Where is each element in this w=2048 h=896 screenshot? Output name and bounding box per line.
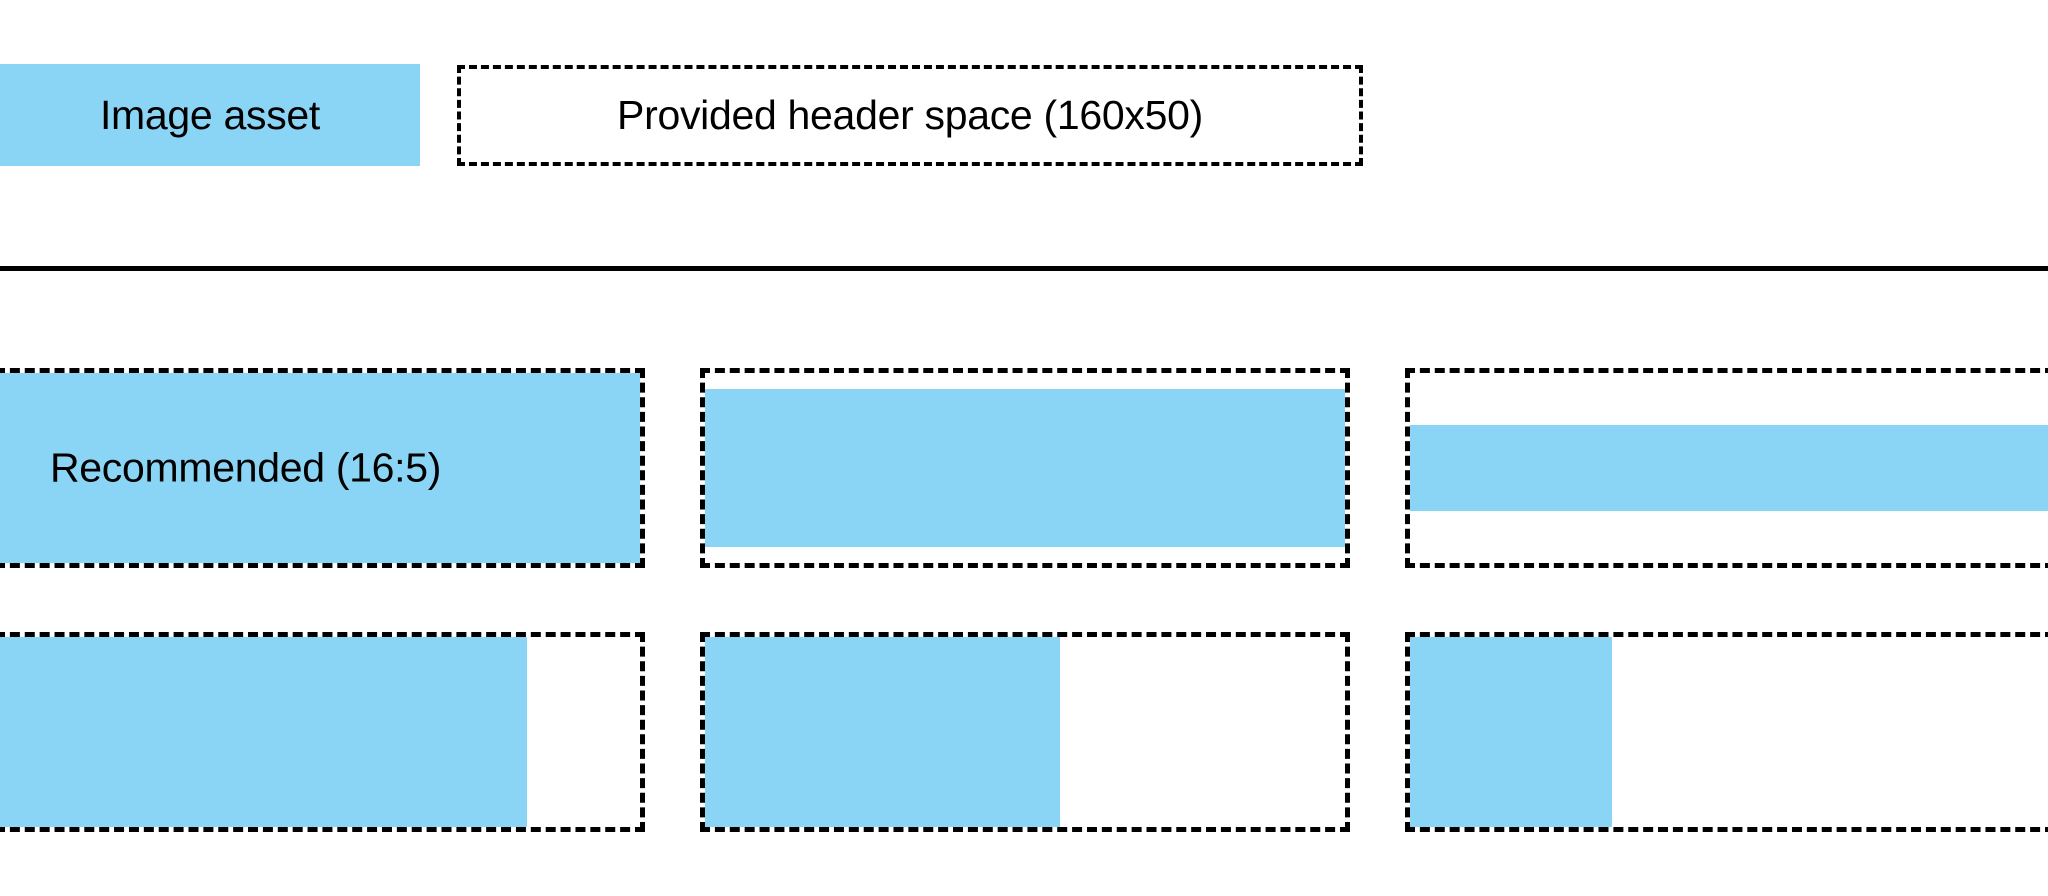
- aspect-ratio-grid: Recommended (16:5): [0, 368, 2048, 832]
- fill-swatch: [1410, 425, 2048, 511]
- section-divider: [0, 266, 2048, 271]
- fill-swatch: [0, 373, 640, 563]
- provided-header-space-label: Provided header space (160x50): [617, 92, 1203, 138]
- fill-swatch: [705, 389, 1345, 547]
- provided-header-space-box: Provided header space (160x50): [457, 65, 1363, 166]
- cell-ratio-left-32: [1405, 632, 2048, 832]
- cell-ratio-thin-band: [1405, 368, 2048, 568]
- cell-ratio-left-55: [700, 632, 1350, 832]
- fill-swatch: [705, 637, 1060, 827]
- aspect-ratio-row-1: Recommended (16:5): [0, 368, 2048, 568]
- cell-recommended-16-5: Recommended (16:5): [0, 368, 645, 568]
- recommended-ratio-label: Recommended (16:5): [50, 444, 442, 491]
- fill-swatch: [0, 637, 527, 827]
- header-row: Image asset Provided header space (160x5…: [0, 64, 2048, 166]
- aspect-ratio-row-2: [0, 632, 2048, 832]
- cell-ratio-left-80: [0, 632, 645, 832]
- cell-ratio-wide-band: [700, 368, 1350, 568]
- image-asset-label: Image asset: [99, 91, 321, 138]
- image-asset-swatch: Image asset: [0, 64, 420, 166]
- fill-swatch: [1410, 637, 1612, 827]
